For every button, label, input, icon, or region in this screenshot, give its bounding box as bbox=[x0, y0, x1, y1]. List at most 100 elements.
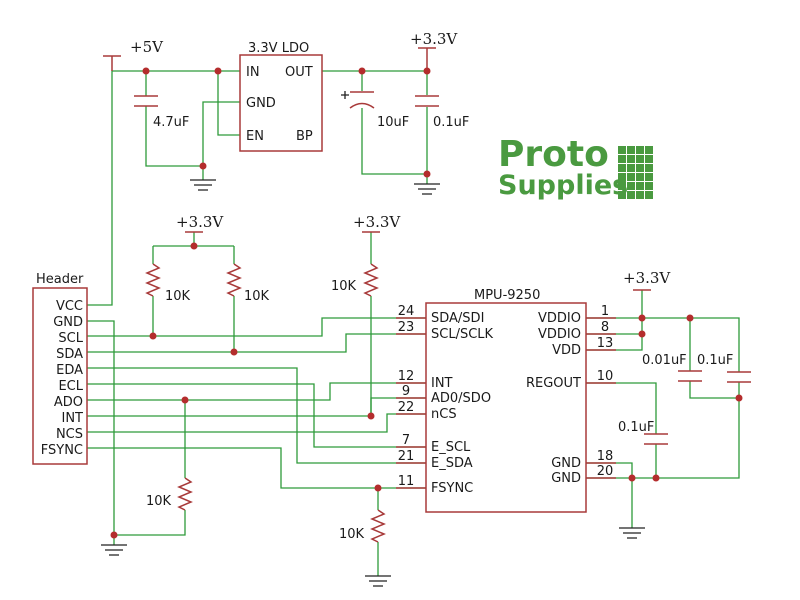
logo-grid-cell bbox=[645, 182, 653, 190]
header-pin-ecl: ECL bbox=[58, 379, 83, 394]
capacitor-decoupling-2: 0.1uF bbox=[697, 353, 751, 383]
capacitor-c-out2: 0.1uF bbox=[415, 95, 469, 130]
resistor-sda-pullup: 10K bbox=[226, 263, 270, 304]
resistor-ncs-pullup-label: 10K bbox=[331, 279, 357, 294]
capacitor-c-out1: 10uF bbox=[341, 91, 409, 130]
ldo-pin-bp: BP bbox=[296, 129, 313, 144]
resistor-ado-pulldown-label: 10K bbox=[146, 494, 172, 509]
capacitor-decoupling-1-label: 0.01uF bbox=[642, 353, 687, 368]
logo-grid-cell bbox=[618, 173, 626, 181]
junction-dot bbox=[358, 67, 366, 75]
junction-dot bbox=[142, 67, 150, 75]
logo-grid-cell bbox=[636, 182, 644, 190]
junction-dot bbox=[628, 474, 636, 482]
mpu-pin-number: 24 bbox=[398, 304, 415, 319]
mpu-pin-name: SDA/SDI bbox=[431, 311, 484, 326]
junction-dot bbox=[230, 348, 238, 356]
capacitor-c-in: 4.7uF bbox=[134, 95, 189, 130]
ldo-regulator: 3.3V LDO IN OUT GND EN BP bbox=[239, 41, 323, 152]
ground-ldo bbox=[190, 179, 216, 191]
mpu-pin-number: 12 bbox=[398, 369, 415, 384]
supply-5v-label: +5V bbox=[130, 38, 164, 56]
junction-dot bbox=[214, 67, 222, 75]
mpu-pin-number: 13 bbox=[597, 336, 614, 351]
mpu-pin-name: AD0/SDO bbox=[431, 391, 491, 406]
supply-3v3-mpu-label: +3.3V bbox=[623, 269, 671, 287]
junction-dot bbox=[423, 170, 431, 178]
logo-grid-cell bbox=[636, 191, 644, 199]
junction-dot bbox=[652, 474, 660, 482]
header-pin-vcc: VCC bbox=[56, 299, 83, 314]
mpu-pin-name: GND bbox=[551, 471, 581, 486]
junction-dot bbox=[190, 242, 198, 250]
header-pin-scl: SCL bbox=[58, 331, 83, 346]
mpu-pin-number: 10 bbox=[597, 369, 614, 384]
logo-text-proto: Proto bbox=[498, 134, 609, 175]
capacitor-regout: 0.1uF bbox=[618, 420, 668, 445]
junction-dot bbox=[149, 332, 157, 340]
logo-grid-cell bbox=[645, 146, 653, 154]
mpu-pin-name: E_SDA bbox=[431, 456, 473, 471]
protosupplies-logo: Proto Supplies bbox=[498, 134, 653, 201]
logo-grid-icon bbox=[618, 146, 653, 199]
wires bbox=[87, 70, 740, 576]
junction-dot bbox=[199, 162, 207, 170]
mpu-pin-name: VDDIO bbox=[538, 327, 581, 342]
mpu-pin-number: 9 bbox=[402, 384, 410, 399]
capacitor-decoupling-1: 0.01uF bbox=[642, 353, 702, 382]
resistor-ado-pulldown: 10K bbox=[146, 477, 193, 511]
mpu-pin-name: nCS bbox=[431, 407, 457, 422]
supply-3v3-pullups: +3.3V bbox=[176, 213, 224, 233]
mpu-pin-number: 11 bbox=[398, 474, 415, 489]
logo-grid-cell bbox=[636, 173, 644, 181]
ground-ldo-out bbox=[414, 183, 440, 195]
logo-grid-cell bbox=[618, 146, 626, 154]
logo-grid-cell bbox=[618, 155, 626, 163]
mpu-pin-number: 23 bbox=[398, 320, 415, 335]
header-pin-gnd: GND bbox=[53, 315, 83, 330]
resistor-sda-pullup-label: 10K bbox=[244, 289, 270, 304]
junction-dot bbox=[110, 531, 118, 539]
ldo-pin-out: OUT bbox=[285, 65, 313, 80]
logo-grid-cell bbox=[627, 146, 635, 154]
mpu-pin-name: E_SCL bbox=[431, 440, 471, 455]
mpu-pin-name: GND bbox=[551, 456, 581, 471]
ldo-title: 3.3V LDO bbox=[248, 41, 309, 56]
junction-dots bbox=[110, 67, 743, 539]
ldo-pin-en: EN bbox=[246, 129, 264, 144]
mpu-pin-name: VDDIO bbox=[538, 311, 581, 326]
resistor-ncs-pullup: 10K bbox=[331, 263, 379, 297]
supply-3v3-ldo: +3.3V bbox=[410, 30, 458, 71]
supply-3v3-ncs: +3.3V bbox=[353, 213, 401, 233]
ground-header bbox=[101, 544, 127, 556]
logo-grid-cell bbox=[627, 173, 635, 181]
header-pin-fsync: FSYNC bbox=[41, 443, 83, 458]
header-pin-sda: SDA bbox=[56, 347, 83, 362]
logo-grid-cell bbox=[618, 164, 626, 172]
mpu-pin-name: SCL/SCLK bbox=[431, 327, 494, 342]
header-pin-eda: EDA bbox=[56, 363, 83, 378]
resistor-scl-pullup-label: 10K bbox=[165, 289, 191, 304]
mpu-pin-name: REGOUT bbox=[526, 376, 581, 391]
capacitor-decoupling-2-label: 0.1uF bbox=[697, 353, 733, 368]
supply-3v3-ncs-label: +3.3V bbox=[353, 213, 401, 231]
logo-grid-cell bbox=[636, 164, 644, 172]
supply-3v3-pullups-label: +3.3V bbox=[176, 213, 224, 231]
junction-dot bbox=[735, 394, 743, 402]
logo-grid-cell bbox=[627, 155, 635, 163]
header-pin-ncs: NCS bbox=[56, 427, 83, 442]
logo-grid-cell bbox=[627, 164, 635, 172]
junction-dot bbox=[423, 67, 431, 75]
c-out1-label: 10uF bbox=[377, 115, 409, 130]
supply-5v: +5V bbox=[103, 38, 164, 71]
mpu-pin-name: FSYNC bbox=[431, 481, 473, 496]
supply-3v3-mpu: +3.3V bbox=[623, 269, 671, 291]
c-in-label: 4.7uF bbox=[153, 115, 189, 130]
logo-grid-cell bbox=[618, 182, 626, 190]
supply-3v3-ldo-label: +3.3V bbox=[410, 30, 458, 48]
header-pin-ado: ADO bbox=[54, 395, 83, 410]
logo-grid-cell bbox=[645, 155, 653, 163]
